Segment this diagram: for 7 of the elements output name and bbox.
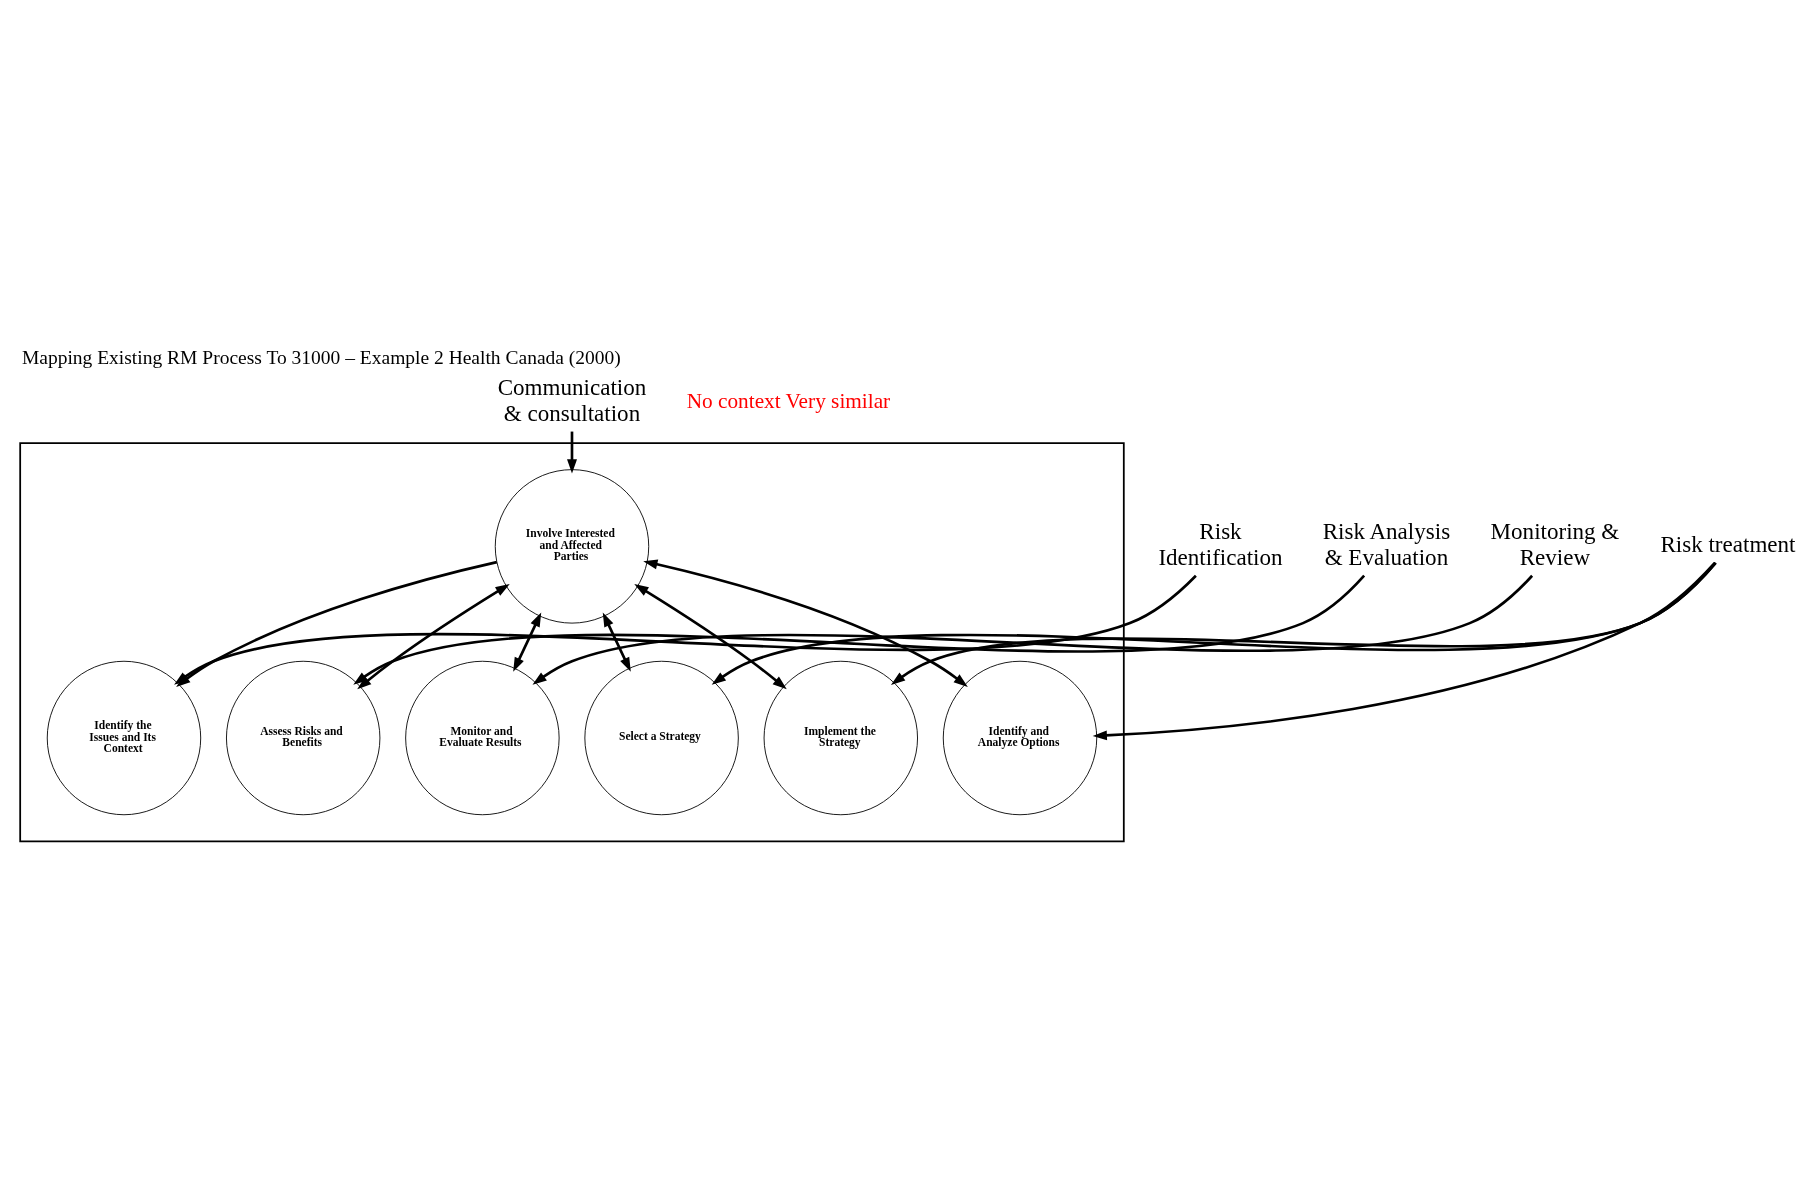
label: No context Very similar bbox=[686, 388, 891, 413]
node-text: Communication & consultation bbox=[497, 373, 647, 426]
node-text: Monitoring & Review bbox=[1490, 517, 1620, 570]
node-text: Risk treatment bbox=[1660, 530, 1796, 557]
diagram-title: Mapping Existing RM Process To 31000 – Example 2 Health Canada (2000) bbox=[21, 346, 621, 368]
node-text: Risk Analysis & Evaluation bbox=[1322, 517, 1451, 570]
node-text: Risk Identification bbox=[1158, 517, 1283, 570]
